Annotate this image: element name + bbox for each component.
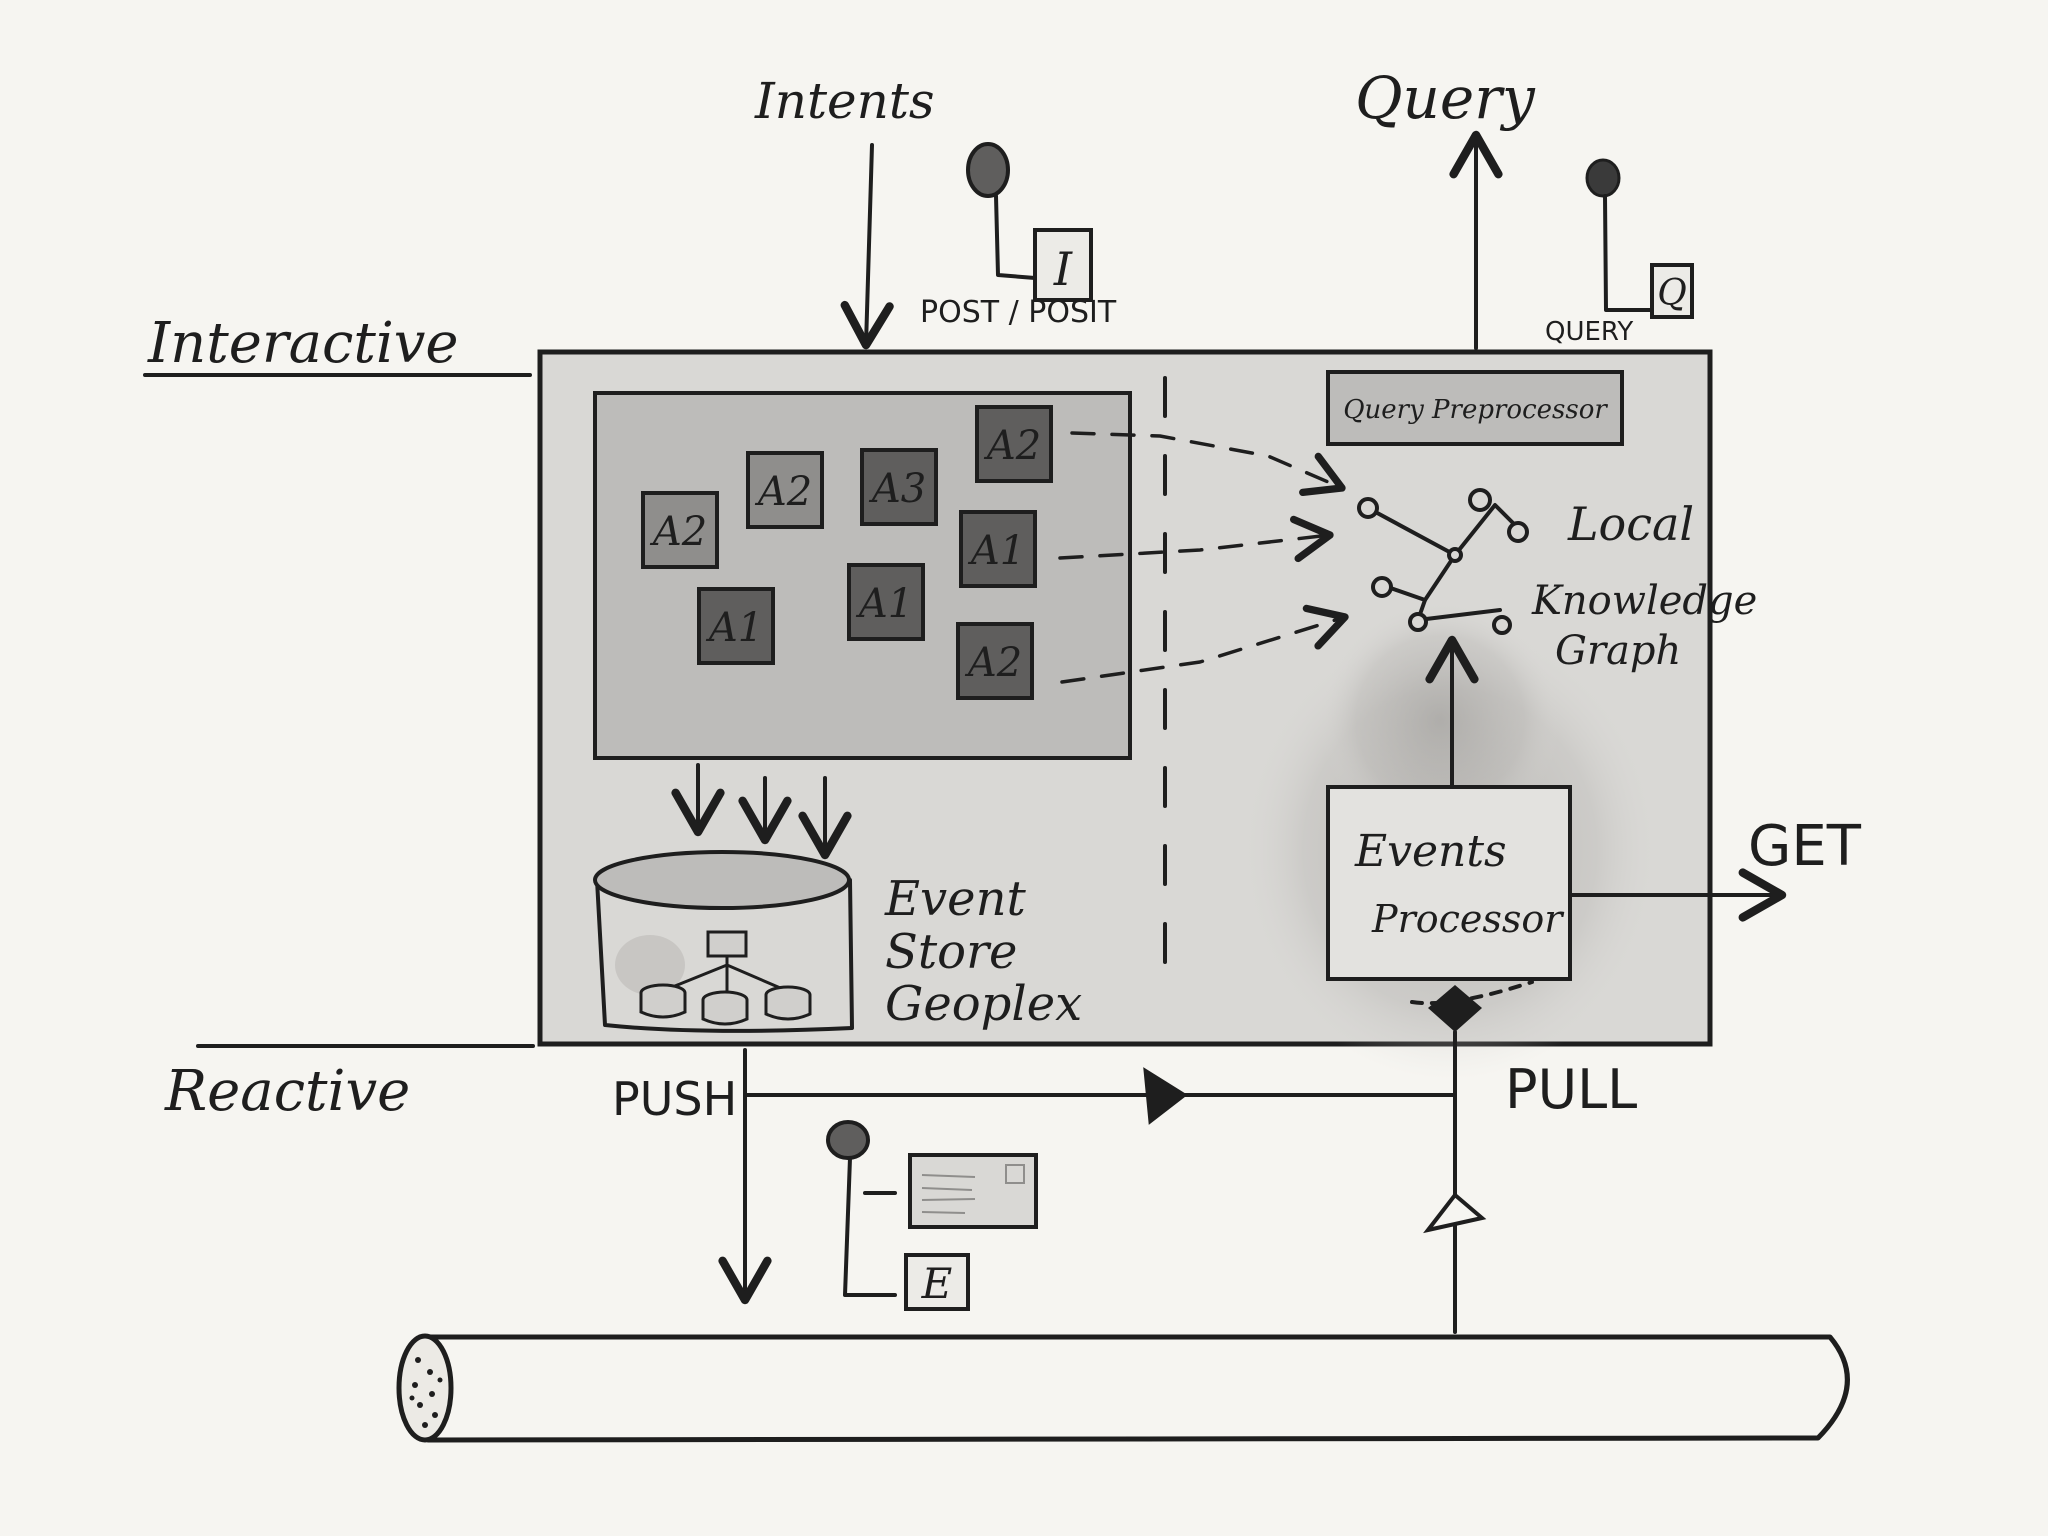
dashed-arrow xyxy=(1070,431,1346,497)
aggregate-label: A2 xyxy=(649,509,707,555)
event-card-letter: E xyxy=(921,1259,953,1308)
pipe-opening xyxy=(396,1333,454,1443)
intents-arrow xyxy=(840,143,894,350)
reactive-label: Reactive xyxy=(164,1059,410,1124)
query-preprocessor-label: Query Preprocessor xyxy=(1343,395,1608,425)
dashed-arrow xyxy=(1060,604,1349,684)
aggregate-label: A2 xyxy=(754,469,812,515)
pin-head-icon xyxy=(966,142,1010,198)
query-pin: Q xyxy=(1585,158,1694,319)
interactive-label: Interactive xyxy=(147,311,459,376)
aggregate-tile: A3 xyxy=(860,448,938,526)
intents-label: Intents xyxy=(754,72,935,130)
aggregate-tile: A1 xyxy=(847,563,925,641)
intent-card xyxy=(1033,228,1093,302)
database-icon xyxy=(764,985,812,1021)
aggregate-label: A1 xyxy=(967,528,1025,574)
aggregate-label: A3 xyxy=(868,466,926,512)
pull-connector-diamond-icon xyxy=(1428,985,1482,1032)
aggregate-tile: A2 xyxy=(641,491,719,569)
query-label: Query xyxy=(1355,64,1536,132)
query-card xyxy=(1650,263,1694,319)
query-card-letter: Q xyxy=(1657,273,1687,314)
database-icon xyxy=(701,990,749,1026)
aggregate-tile: A2 xyxy=(956,622,1034,700)
event-store-label-line2: Store xyxy=(885,924,1017,980)
event-bus-pipe xyxy=(396,1333,1850,1443)
pull-label: PULL xyxy=(1505,1058,1637,1121)
events-label: Events xyxy=(1354,826,1507,877)
event-store-label-line1: Event xyxy=(884,871,1026,927)
knowledge-graph-icon xyxy=(1357,488,1529,635)
pull-direction-arrow-icon xyxy=(1423,1192,1487,1234)
post-posit-label: POST / POSIT xyxy=(920,295,1117,330)
database-icon xyxy=(639,983,687,1019)
aggregate-label: A2 xyxy=(964,640,1022,686)
event-store-label-line3: Geoplex xyxy=(885,976,1082,1032)
pipe-dots xyxy=(409,1357,443,1428)
event-pin: E xyxy=(826,1120,1038,1311)
dashed-arrow xyxy=(1058,515,1334,563)
knowledge-label: Knowledge xyxy=(1531,578,1757,624)
pin-head-icon xyxy=(1585,158,1621,198)
push-direction-arrow-icon xyxy=(1143,1067,1188,1125)
aggregate-tile: A1 xyxy=(697,587,775,665)
aggregate-label: A1 xyxy=(855,581,913,627)
shading xyxy=(1320,600,1560,840)
aggregate-label: A1 xyxy=(705,605,763,651)
event-store-icon xyxy=(593,850,854,1033)
query-caps-label: QUERY xyxy=(1545,317,1633,347)
push-label: PUSH xyxy=(612,1072,737,1126)
local-label: Local xyxy=(1567,497,1694,551)
get-label: GET xyxy=(1748,814,1862,879)
event-card xyxy=(904,1253,970,1311)
aggregate-tile: A1 xyxy=(959,510,1037,588)
pin-head-icon xyxy=(826,1120,870,1160)
graph-label: Graph xyxy=(1555,628,1681,674)
processor-label: Processor xyxy=(1371,897,1565,941)
intent-pin: I xyxy=(966,142,1093,302)
aggregate-tile: A2 xyxy=(975,405,1053,483)
events-processor-box xyxy=(1326,785,1572,981)
intent-card-letter: I xyxy=(1053,242,1073,296)
aggregate-label: A2 xyxy=(983,423,1041,469)
aggregate-tile: A2 xyxy=(746,451,824,529)
postcard-icon xyxy=(908,1153,1038,1229)
query-preprocessor-box xyxy=(1326,370,1624,446)
